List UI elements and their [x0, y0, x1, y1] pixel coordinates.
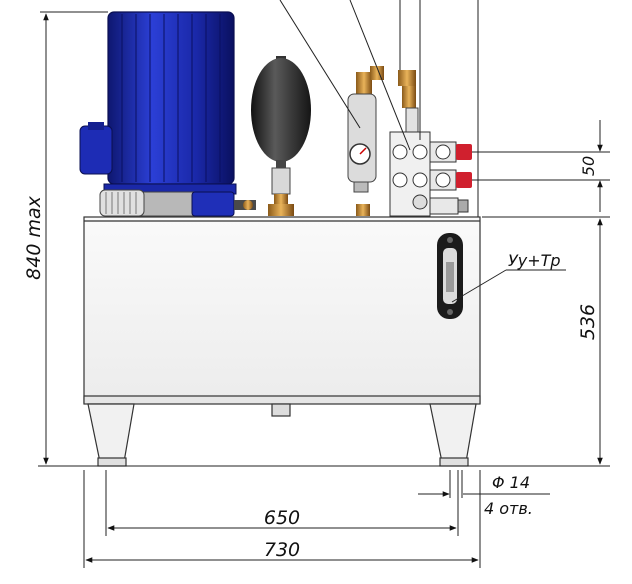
drain-plug — [271, 403, 291, 417]
dim-hole-count: 4 отв. — [484, 499, 533, 518]
dim-width-label: 730 — [264, 539, 300, 561]
dim-hole-diameter: Φ 14 — [492, 473, 530, 492]
leader-lines — [279, 0, 479, 217]
dim-tank-label: 536 — [577, 304, 599, 340]
solenoid-red-bottom — [456, 172, 472, 188]
level-gauge — [437, 233, 463, 319]
dim-hole: Φ 14 4 отв. — [418, 470, 550, 518]
dim-foot-label: 650 — [264, 507, 300, 529]
accumulator — [251, 56, 311, 216]
electric-motor — [79, 11, 237, 217]
dim-height-label: 840 max — [23, 195, 45, 279]
valve-block — [389, 70, 472, 217]
pressure-filter — [347, 66, 384, 216]
dim-width-total: 730 — [83, 470, 481, 568]
dim-valve-pitch: 50 — [472, 120, 610, 212]
oil-tank — [83, 216, 481, 417]
filler-breather — [191, 191, 256, 217]
callout-level-gauge-label: Уу+Тр — [508, 251, 561, 270]
dim-tank-height: 536 — [482, 216, 610, 465]
callout-level-gauge: Уу+Тр — [451, 251, 566, 303]
solenoid-red-top — [456, 144, 472, 160]
dim-pitch-label: 50 — [579, 156, 598, 176]
dim-foot-spacing: 650 — [105, 470, 459, 536]
